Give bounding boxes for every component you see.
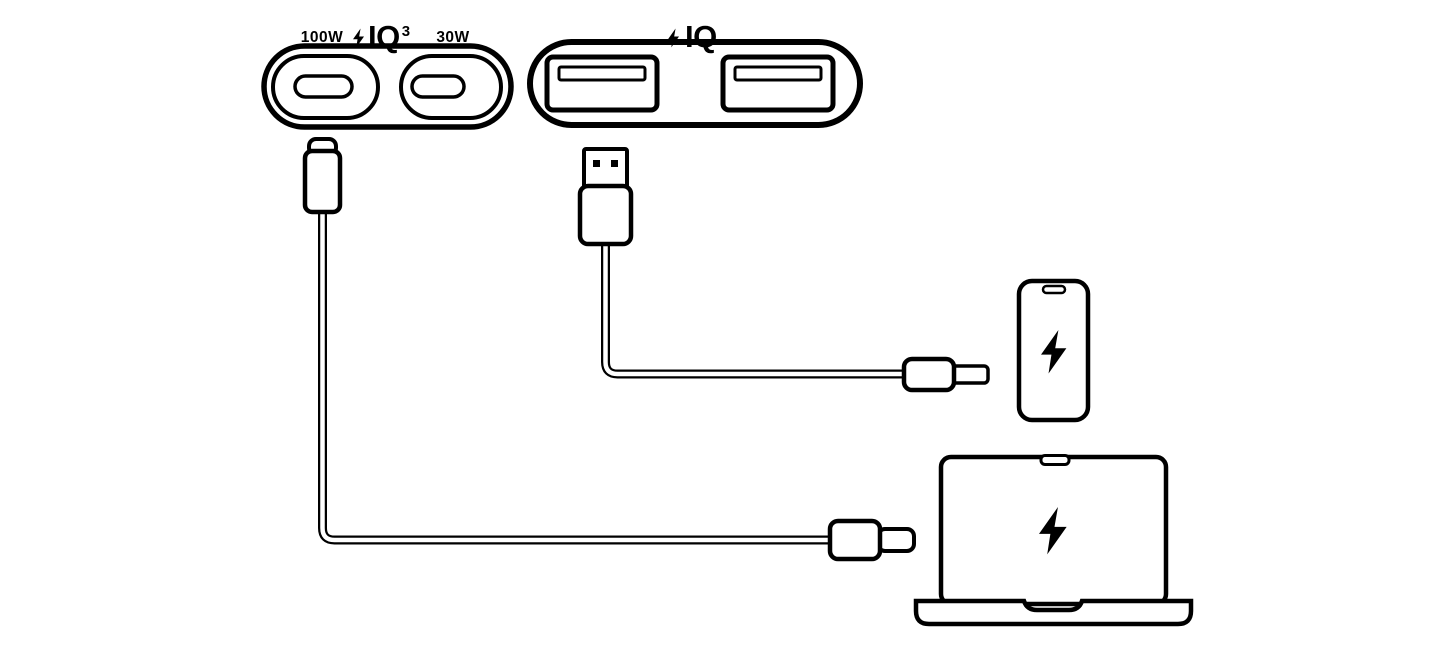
lightning-plug-body (901, 356, 957, 393)
poweriq-logo: IQ (685, 19, 717, 54)
laptop-base (913, 598, 1194, 627)
usb-a-port-1-tongue (557, 65, 647, 82)
usb-a-port-2-outline (720, 54, 836, 113)
usb-a-port-1-outline (544, 54, 660, 113)
smartphone (1016, 278, 1091, 423)
port-100w-label: 100W (301, 29, 344, 46)
usb-c-cable-core (320, 208, 834, 543)
usb-a-plug-shell (582, 147, 629, 191)
usb-c-cable (302, 137, 916, 562)
usb-a-cable-core (603, 240, 908, 377)
usb-a-port-2-tongue (733, 65, 823, 82)
usb-c-port-100w (293, 74, 354, 99)
usb-a-cable-line (601, 240, 908, 379)
phone-notch (1041, 284, 1067, 295)
usb-a-plug-body (577, 183, 634, 247)
usb-a-lightning-cable (577, 147, 990, 393)
port-30w-label: 30W (436, 29, 469, 46)
usb-c-laptop-plug-body (827, 518, 883, 562)
usb-a-plug-hole (611, 160, 618, 167)
laptop-camera-notch (1039, 454, 1071, 466)
laptop (913, 454, 1194, 627)
usba-charger-panel: IQ (527, 19, 863, 128)
usb-c-plug-body (302, 148, 343, 215)
usb-a-port-2 (720, 54, 836, 113)
usb-c-port-30w (410, 74, 466, 99)
usb-a-plug-hole (593, 160, 600, 167)
usb-c-laptop-plug-tip (876, 527, 916, 553)
usb-a-port-1 (544, 54, 660, 113)
